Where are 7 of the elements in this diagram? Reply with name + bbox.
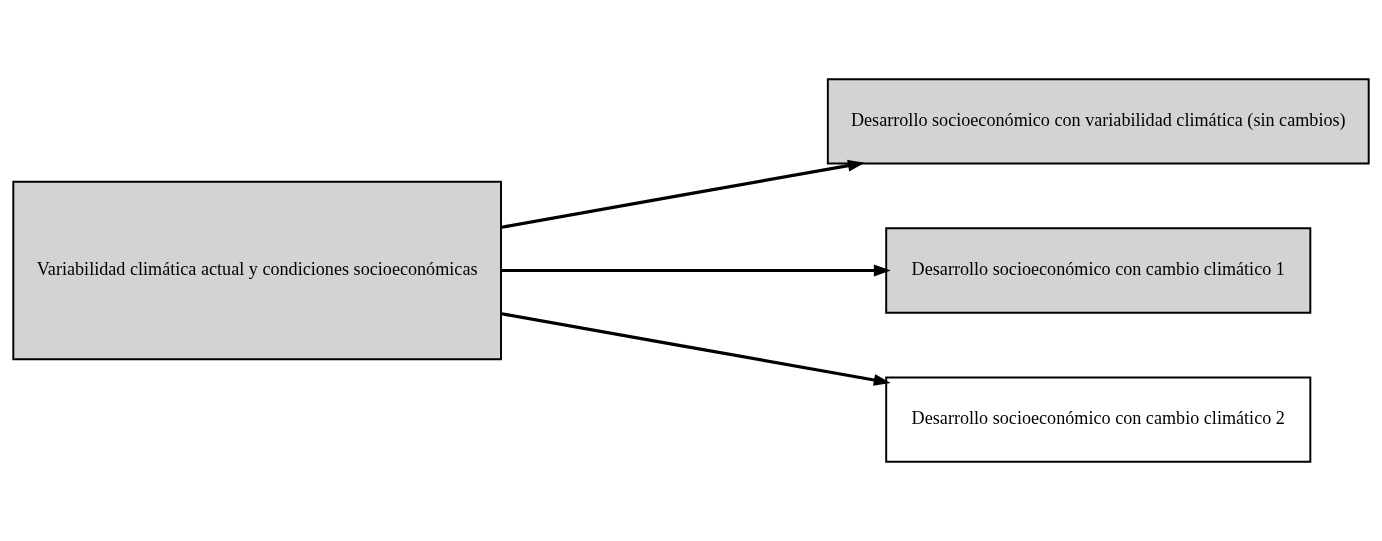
arrow xyxy=(501,264,891,277)
node-box: Variabilidad climática actual y condiciones socioeconómicas xyxy=(12,180,502,361)
arrow xyxy=(501,312,891,386)
node-box: Desarrollo socioeconómico con variabilidad climática (sin cambios) xyxy=(826,78,1370,165)
arrow xyxy=(501,159,865,229)
node-box: Desarrollo socioeconómico con cambio climático 1 xyxy=(885,227,1312,314)
node-box: Desarrollo socioeconómico con cambio climático 2 xyxy=(885,376,1312,463)
